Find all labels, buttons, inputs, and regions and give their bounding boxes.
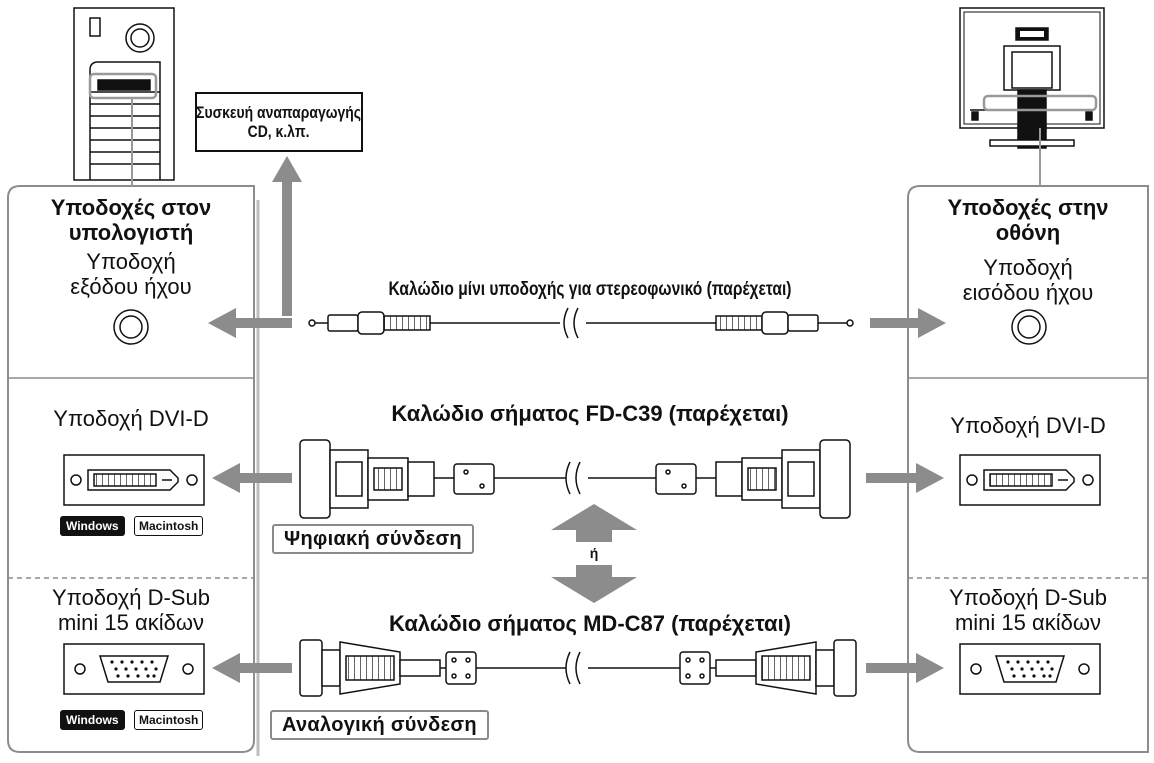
right-panel-heading: Υποδοχές στην οθόνη bbox=[910, 195, 1146, 245]
left-heading-line1: Υποδοχές στον bbox=[50, 195, 212, 220]
right-heading-line1: Υποδοχές στην bbox=[947, 195, 1109, 220]
device-box-line2: CD, κ.λπ. bbox=[248, 122, 310, 141]
or-up-arrow bbox=[551, 504, 637, 530]
left-panel-heading: Υποδοχές στον υπολογιστή bbox=[10, 195, 252, 245]
left-dsub-mac-badge: Macintosh bbox=[134, 710, 204, 730]
left-audio-label-line1: Υποδοχή bbox=[86, 249, 176, 274]
dvi-left-arrowhead bbox=[212, 463, 240, 493]
right-dsub-label-line2: mini 15 ακίδων bbox=[954, 609, 1102, 635]
left-dvi-windows-badge: Windows bbox=[60, 516, 125, 536]
or-down-arrow bbox=[551, 577, 637, 603]
right-dvi-label: Υποδοχή DVI-D bbox=[950, 413, 1106, 438]
dsub-left-arrowhead bbox=[212, 653, 240, 683]
dvi-port-right bbox=[959, 454, 1101, 506]
audio-right-arrowhead bbox=[918, 308, 946, 338]
dsub-port-left bbox=[63, 643, 205, 695]
right-audio-label-line2: εισόδου ήχου bbox=[962, 279, 1094, 305]
audio-cable bbox=[308, 307, 854, 339]
analog-connection-tag: Αναλογική σύνδεση bbox=[270, 710, 489, 740]
left-dsub-label: Υποδοχή D-Sub mini 15 ακίδων bbox=[10, 585, 252, 635]
right-dsub-label: Υποδοχή D-Sub mini 15 ακίδων bbox=[910, 585, 1146, 635]
cd-player-box: Συσκευή αναπαραγωγής CD, κ.λπ. bbox=[195, 92, 363, 152]
right-dsub-label-line1: Υποδοχή D-Sub bbox=[949, 585, 1107, 610]
left-dvi-mac-badge: Macintosh bbox=[134, 516, 204, 536]
left-dsub-windows-badge: Windows bbox=[60, 710, 125, 730]
dsub-port-right bbox=[959, 643, 1101, 695]
left-dsub-label-line1: Υποδοχή D-Sub bbox=[52, 585, 210, 610]
right-audio-label: Υποδοχή εισόδου ήχου bbox=[910, 255, 1146, 305]
dvi-cable-label: Καλώδιο σήματος FD-C39 (παρέχεται) bbox=[391, 401, 789, 426]
up-arrow-head bbox=[272, 156, 302, 182]
audio-jack-right bbox=[1011, 309, 1047, 345]
audio-left-arrowhead bbox=[208, 308, 236, 338]
dsub-cable-label: Καλώδιο σήματος MD-C87 (παρέχεται) bbox=[388, 611, 792, 636]
pc-tower-illustration bbox=[73, 7, 175, 186]
device-box-line1: Συσκευή αναπαραγωγής bbox=[196, 102, 362, 122]
audio-cable-label: Καλώδιο μίνι υποδοχής για στερεοφωνικό (… bbox=[388, 279, 792, 300]
dvi-cable bbox=[299, 439, 851, 519]
dvi-right-arrowhead bbox=[916, 463, 944, 493]
dvi-port-left bbox=[63, 454, 205, 506]
dsub-cable bbox=[299, 639, 857, 697]
left-audio-label-line2: εξόδου ήχου bbox=[70, 273, 192, 299]
left-heading-line2: υπολογιστή bbox=[68, 219, 194, 245]
left-audio-label: Υποδοχή εξόδου ήχου bbox=[10, 249, 252, 299]
arrows bbox=[208, 156, 946, 683]
left-dsub-label-line2: mini 15 ακίδων bbox=[57, 609, 205, 635]
up-arrow-shaft bbox=[282, 176, 292, 316]
or-label: ή bbox=[589, 545, 599, 561]
digital-connection-tag: Ψηφιακή σύνδεση bbox=[272, 524, 474, 554]
left-dvi-label: Υποδοχή DVI-D bbox=[53, 406, 209, 431]
right-heading-line2: οθόνη bbox=[995, 219, 1061, 245]
right-audio-label-line1: Υποδοχή bbox=[983, 255, 1073, 280]
audio-jack-left bbox=[113, 309, 149, 345]
dsub-right-arrowhead bbox=[916, 653, 944, 683]
monitor-rear-illustration bbox=[959, 7, 1105, 186]
